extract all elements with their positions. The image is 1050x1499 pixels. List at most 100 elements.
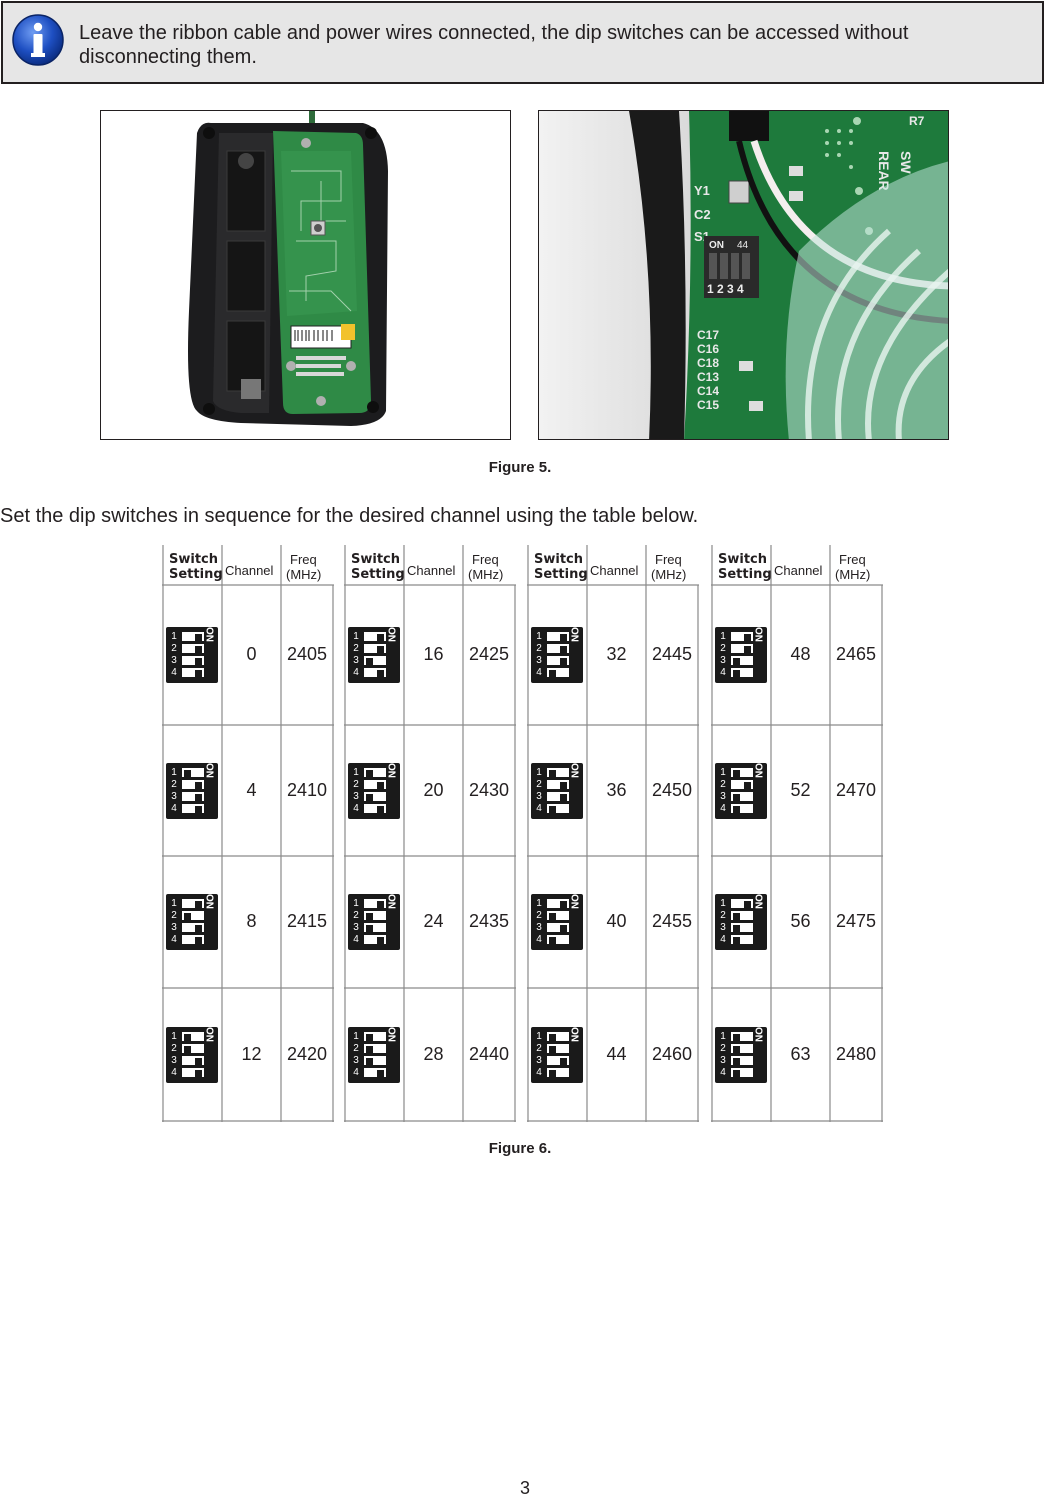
dip-slot xyxy=(731,632,753,641)
freq-value: 2475 xyxy=(835,911,877,931)
dip-slot xyxy=(547,803,569,813)
dip-number-label: 4 xyxy=(171,1067,177,1078)
dip-slot xyxy=(364,911,386,920)
freq-value: 2430 xyxy=(468,779,510,800)
dip-number-label: 3 xyxy=(536,1055,542,1066)
dip-slot xyxy=(731,779,753,789)
dip-number-label: 4 xyxy=(536,934,542,945)
dip-knob xyxy=(549,805,556,813)
info-icon xyxy=(12,14,64,66)
remote-circuit-board-photo xyxy=(100,110,511,440)
freq-value: 2440 xyxy=(468,1044,510,1064)
dip-slot xyxy=(731,899,753,908)
dip-number-label: 1 xyxy=(720,766,726,778)
dip-number-label: 2 xyxy=(536,910,542,921)
pcb-label: C17 xyxy=(697,328,719,342)
freq-value: 2435 xyxy=(468,911,510,931)
dip-slot xyxy=(547,899,569,908)
dip-number-label: 2 xyxy=(171,1043,177,1054)
dip-number-label: 1 xyxy=(353,631,359,642)
header-freq-line2: (MHz) xyxy=(286,567,322,582)
dip-number-label: 2 xyxy=(171,778,177,790)
dip-on-label: ON xyxy=(568,894,580,909)
dip-number-label: 3 xyxy=(720,922,726,933)
channel-value: 44 xyxy=(606,1044,627,1064)
dip-knob xyxy=(195,937,202,944)
header-freq-line2: (MHz) xyxy=(468,567,504,582)
dip-slot xyxy=(182,1032,204,1041)
dip-knob xyxy=(184,1046,191,1053)
dip-on-label: ON xyxy=(752,894,764,909)
header-switch-line2: Setting xyxy=(169,567,223,582)
dip-slot xyxy=(364,923,386,932)
header-freq: Freq(MHz) xyxy=(835,552,870,582)
dip-number-label: 4 xyxy=(720,1067,726,1078)
pcb-label: C14 xyxy=(697,384,719,398)
dip-slot xyxy=(364,767,386,777)
dip-on-label: ON xyxy=(385,762,397,778)
header-freq: Freq(MHz) xyxy=(286,552,321,582)
dip-on-label: ON xyxy=(752,627,764,642)
dip-knob xyxy=(560,658,567,665)
dip-number-label: 4 xyxy=(720,802,726,814)
dip-knob xyxy=(366,925,373,932)
dip-knob xyxy=(733,1034,740,1041)
dip-knob xyxy=(560,781,567,789)
dip-knob xyxy=(377,634,384,641)
dip-knob xyxy=(744,634,751,641)
dip-number-label: 4 xyxy=(536,667,542,678)
dip-knob xyxy=(377,670,384,677)
page-number: 3 xyxy=(519,1478,530,1498)
dip-knob xyxy=(195,634,202,641)
dip-slot xyxy=(547,644,569,653)
dip-knob xyxy=(195,658,202,665)
dip-slot xyxy=(731,791,753,801)
channel-value: 4 xyxy=(246,779,257,800)
dip-slot xyxy=(547,911,569,920)
dip-number-label: 3 xyxy=(171,922,177,933)
dip-number-label: 1 xyxy=(536,1031,542,1042)
dip-on-label: ON xyxy=(385,1027,397,1042)
dip-knob xyxy=(366,1046,373,1053)
dip-slot xyxy=(182,668,204,677)
dip-number-label: 2 xyxy=(536,643,542,654)
channel-value: 48 xyxy=(790,644,811,664)
dip-slot xyxy=(731,1044,753,1053)
dip-knob xyxy=(733,937,740,944)
channel-value: 20 xyxy=(423,779,444,800)
header-freq-line2: (MHz) xyxy=(835,567,871,582)
dip-knob xyxy=(549,1046,556,1053)
header-freq-line1: Freq xyxy=(472,552,499,567)
dip-knob xyxy=(549,913,556,920)
dip-on-label: ON xyxy=(203,1027,215,1042)
dip-number-label: 4 xyxy=(171,667,177,678)
header-freq-line2: (MHz) xyxy=(651,567,687,582)
dip-knob xyxy=(195,901,202,908)
dip-number-label: 1 xyxy=(353,1031,359,1042)
dip-number-label: 1 xyxy=(171,898,177,909)
dip-knob xyxy=(377,805,384,813)
dip-knob xyxy=(549,937,556,944)
header-switch-line1: Switch xyxy=(351,552,401,567)
dip-number-label: 3 xyxy=(353,790,359,802)
channel-value: 12 xyxy=(241,1044,262,1064)
dip-on-label: ON xyxy=(752,1027,764,1042)
channel-value: 36 xyxy=(606,779,627,800)
dip-knob xyxy=(366,1034,373,1041)
dip-slot xyxy=(182,899,204,908)
dip-number-label: 1 xyxy=(720,631,726,642)
dip-number-label: 3 xyxy=(171,1055,177,1066)
dip-slot xyxy=(731,1068,753,1077)
dip-slot xyxy=(731,911,753,920)
dip-knob xyxy=(377,901,384,908)
